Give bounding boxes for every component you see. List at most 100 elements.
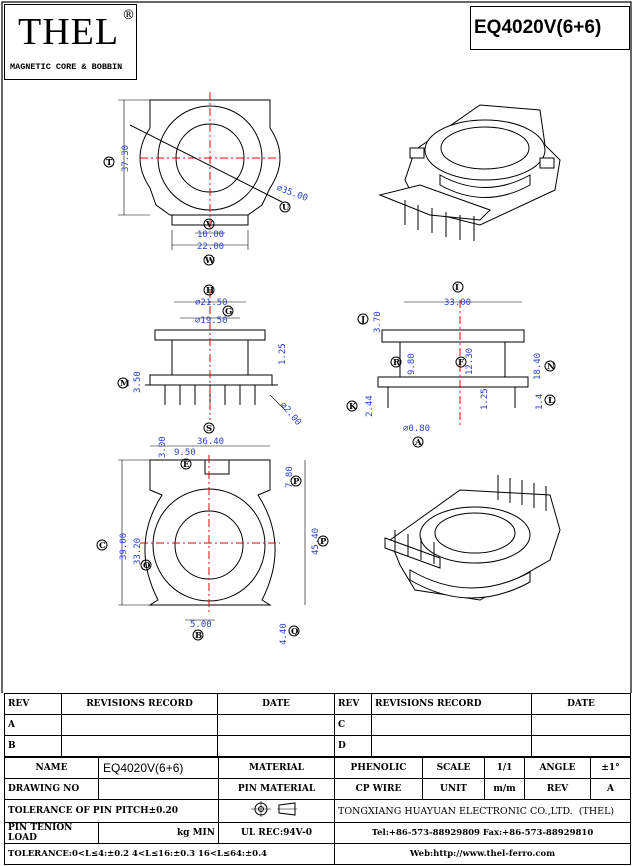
dim-top-pin-outer: 22.00 — [197, 242, 224, 252]
logo-subtitle: MAGNETIC CORE & BOBBIN — [10, 62, 123, 72]
pin-tension-unit: kg MIN — [98, 822, 219, 844]
pin-material-value: CP WIRE — [334, 778, 423, 800]
logo-text: THEL — [18, 11, 120, 53]
dim-bottom-total-h: 45.40 — [311, 528, 321, 555]
svg-text:I: I — [455, 283, 459, 293]
isometric-view-bottom — [384, 475, 561, 601]
side-right-base — [377, 376, 529, 388]
name-value: EQ4020V(6+6) — [98, 757, 219, 779]
scale-label: SCALE — [422, 757, 485, 779]
svg-text:J: J — [360, 315, 365, 325]
dim-right-height: 18.40 — [533, 353, 543, 380]
ul-rec: UL REC:94V-0 — [218, 822, 335, 844]
side-left-callouts: H G M S — [117, 284, 234, 434]
top-view-callouts: T U V W — [103, 156, 291, 266]
title-block: REV REVISIONS RECORD DATE REV REVISIONS … — [4, 693, 631, 865]
svg-text:B: B — [195, 631, 202, 641]
projection-icon — [250, 801, 297, 817]
web-address: Web:http://www.thel-ferro.com — [334, 843, 631, 865]
svg-text:M: M — [120, 379, 130, 389]
company-name-cell: TONGXIANG HUAYUAN ELECTRONIC CO.,LTD. (T… — [334, 799, 631, 823]
side-right-callouts: I J R F N K L A — [346, 281, 556, 448]
model-box — [470, 6, 630, 50]
dim-top-height: 37.30 — [121, 145, 131, 172]
bottom-view-outline — [144, 459, 276, 606]
svg-text:R: R — [393, 358, 401, 368]
sheet-border — [1, 1, 632, 693]
svg-text:F: F — [458, 358, 464, 368]
dim-bottom-width: 36.40 — [197, 437, 224, 447]
drawing-no-label: DRAWING NO — [4, 778, 99, 800]
dim-side-inner-dia: ⌀19.50 — [195, 316, 228, 326]
unit-value: m/m — [484, 778, 525, 800]
svg-text:E: E — [183, 460, 190, 470]
dim-bottom-pitch: 5.00 — [190, 620, 212, 630]
dim-bottom-slot: 9.50 — [174, 448, 196, 458]
svg-text:N: N — [547, 362, 555, 372]
side-view-right — [377, 300, 529, 425]
registered-mark: ® — [122, 8, 135, 23]
tolerance-pitch: TOLERANCE OF PIN PITCH±0.20 — [4, 799, 219, 823]
dim-bottom-side: 7.80 — [285, 466, 295, 488]
scale-value: 1/1 — [484, 757, 525, 779]
callout-V — [203, 218, 215, 230]
bottom-view — [118, 445, 306, 621]
rev-row-a: A C — [4, 714, 631, 736]
projection-symbol — [218, 799, 335, 823]
company-short: (THEL) — [578, 805, 615, 817]
side-right-top-flange — [381, 329, 525, 343]
bottom-view-callouts: E C O P P B Q — [96, 458, 329, 641]
dim-right-top-flange: 3.70 — [373, 311, 383, 333]
callout-T — [103, 156, 115, 168]
tel-fax: Tel:+86-573-88929809 Fax:+86-573-8892981… — [334, 822, 631, 844]
callout-U — [279, 201, 291, 213]
rev-b: B — [4, 735, 62, 757]
dim-side-pin-len: 3.50 — [133, 371, 143, 393]
svg-text:W: W — [204, 256, 215, 266]
svg-text:H: H — [206, 286, 214, 296]
svg-text:P: P — [293, 477, 300, 487]
material-label: MATERIAL — [218, 757, 335, 779]
dim-bottom-pin-len: 4.40 — [279, 623, 289, 645]
svg-text:G: G — [225, 307, 232, 317]
dim-right-window: 12.30 — [465, 348, 475, 375]
dim-right-pin-dia: ⌀0.80 — [403, 424, 430, 434]
dim-right-winding: 9.80 — [407, 353, 417, 375]
dim-side-outer-dia: ⌀21.50 — [195, 298, 228, 308]
dim-bottom-inner-h: 33.20 — [133, 538, 143, 565]
revisions-header: REVISIONS RECORD — [61, 693, 218, 715]
revisions-header-right: REVISIONS RECORD — [371, 693, 532, 715]
rev-header-right: REV — [334, 693, 372, 715]
rev-c: C — [334, 714, 372, 736]
tolerance-pitch-row: TOLERANCE OF PIN PITCH±0.20 TONGXIANG HU… — [4, 799, 631, 823]
dim-bottom-outer-h: 39.00 — [119, 533, 129, 560]
angle-label: ANGLE — [524, 757, 591, 779]
rev-label: REV — [524, 778, 591, 800]
svg-text:V: V — [205, 220, 213, 230]
tolerance-row: TOLERANCE:0<L≤4:±0.2 4<L≤16:±0.3 16<L≤64… — [4, 843, 631, 865]
dim-right-width: 33.00 — [444, 298, 471, 308]
pin-tension-label: PIN TENION LOAD — [4, 822, 99, 844]
date-header-right: DATE — [531, 693, 631, 715]
svg-text:O: O — [143, 561, 151, 571]
tolerance-ranges: TOLERANCE:0<L≤4:±0.2 4<L≤16:±0.3 16<L≤64… — [4, 843, 335, 865]
pin-material-label: PIN MATERIAL — [218, 778, 335, 800]
logo-box — [4, 4, 137, 80]
model-title: EQ4020V(6+6) — [474, 17, 602, 38]
callout-W — [203, 254, 215, 266]
pin-tension-row: PIN TENION LOAD kg MIN UL REC:94V-0 Tel:… — [4, 822, 631, 844]
svg-text:K: K — [349, 402, 357, 412]
unit-label: UNIT — [422, 778, 485, 800]
technical-drawing: 37.30 ⌀35.00 10.00 22.00 T U V W — [1, 1, 632, 693]
rev-value: A — [590, 778, 631, 800]
dim-right-pin-h: 2.44 — [365, 395, 375, 417]
dim-right-base: 1.25 — [480, 388, 490, 410]
isometric-view-top — [378, 104, 561, 241]
angle-value: ±1° — [590, 757, 631, 779]
dim-bottom-top-off: 3.00 — [158, 436, 168, 458]
rev-row-b: B D — [4, 735, 631, 757]
rev-d: D — [334, 735, 372, 757]
svg-text:Q: Q — [291, 627, 299, 637]
svg-text:T: T — [106, 158, 113, 168]
